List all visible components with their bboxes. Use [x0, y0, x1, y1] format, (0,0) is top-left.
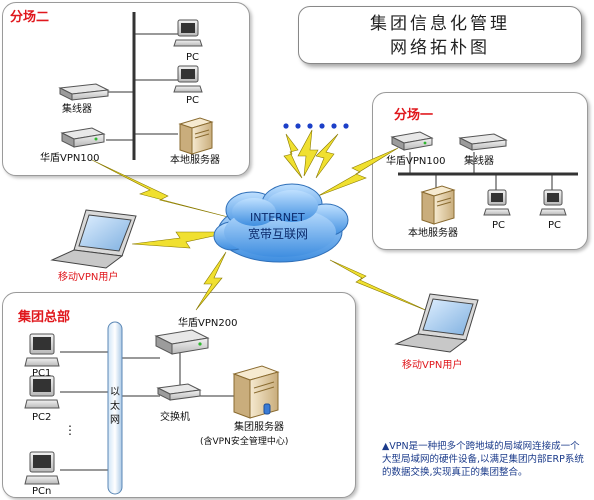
branch1-vpn-icon — [390, 131, 434, 151]
branch2-server-label: 本地服务器 — [170, 155, 220, 166]
branch1-vpn-label: 华盾VPN100 — [386, 156, 446, 167]
branch2-hub-label: 集线器 — [62, 104, 92, 115]
hq-server-icon — [232, 365, 280, 419]
title-line2: 网络拓朴图 — [390, 38, 490, 58]
hq-pcn-label: PCn — [32, 486, 52, 497]
branch1-pc2-icon — [539, 189, 567, 216]
branch2-hub-icon — [58, 83, 110, 101]
branch2-vpn-icon — [60, 127, 106, 148]
mobile-user-left-label: 移动VPN用户 — [58, 272, 119, 283]
branch2-wiring — [106, 12, 178, 160]
ethernet-label: 以太网 — [110, 387, 120, 426]
hq-server-label: 集团服务器 — [234, 422, 284, 433]
hq-pc1-label: PC1 — [32, 368, 52, 379]
hq-pcn-icon — [24, 451, 60, 485]
ethernet-pole — [107, 321, 123, 495]
mobile-user-right-label: 移动VPN用户 — [402, 360, 463, 371]
branch2-pc-top-label: PC — [186, 52, 200, 63]
laptop-left-icon — [50, 209, 137, 269]
branch1-hub-label: 集线器 — [464, 156, 494, 167]
branch1-pc2-label: PC — [548, 220, 562, 231]
more-sites-dots — [283, 123, 349, 129]
branch1-pc1-icon — [483, 189, 511, 216]
title-line1: 集团信息化管理 — [370, 14, 510, 34]
branch1-hub-icon — [458, 133, 508, 151]
hq-server-sublabel: (含VPN安全管理中心) — [200, 437, 289, 447]
hq-wiring — [60, 350, 236, 471]
branch2-pc-top-icon — [173, 19, 203, 47]
laptop-right-icon — [394, 293, 479, 353]
branch2-server-icon — [178, 117, 214, 155]
hq-vpn200-label: 华盾VPN200 — [178, 318, 238, 329]
hq-pc1-icon — [24, 333, 60, 367]
hq-vpn200-icon — [154, 329, 210, 355]
branch2-pc-mid-label: PC — [186, 95, 200, 106]
branch1-server-icon — [420, 185, 456, 225]
branch1-frame — [372, 92, 588, 250]
title-box: 集团信息化管理 网络拓朴图 — [298, 6, 582, 64]
hq-pc2-label: PC2 — [32, 412, 52, 423]
branch1-server-label: 本地服务器 — [408, 228, 458, 239]
hq-pc2-icon — [24, 375, 60, 409]
branch2-vpn-label: 华盾VPN100 — [40, 153, 100, 164]
hq-ellipsis: ⋮ — [64, 423, 76, 437]
branch2-title: 分场二 — [10, 10, 50, 25]
branch1-pc1-label: PC — [492, 220, 506, 231]
vpn-description-note: ▲VPN是一种把多个跨地域的局域网连接成一个大型局域网的硬件设备,以满足集团内部… — [382, 441, 584, 478]
hq-title: 集团总部 — [18, 310, 71, 325]
branch2-pc-mid-icon — [173, 65, 203, 93]
hq-switch-icon — [156, 383, 202, 401]
branch1-title: 分场一 — [394, 108, 434, 123]
broadband-label: 宽带互联网 — [248, 227, 309, 241]
hq-switch-label: 交换机 — [160, 412, 190, 423]
internet-label: INTERNET — [250, 211, 305, 224]
wan-lightning — [91, 129, 431, 313]
internet-cloud — [213, 183, 349, 263]
